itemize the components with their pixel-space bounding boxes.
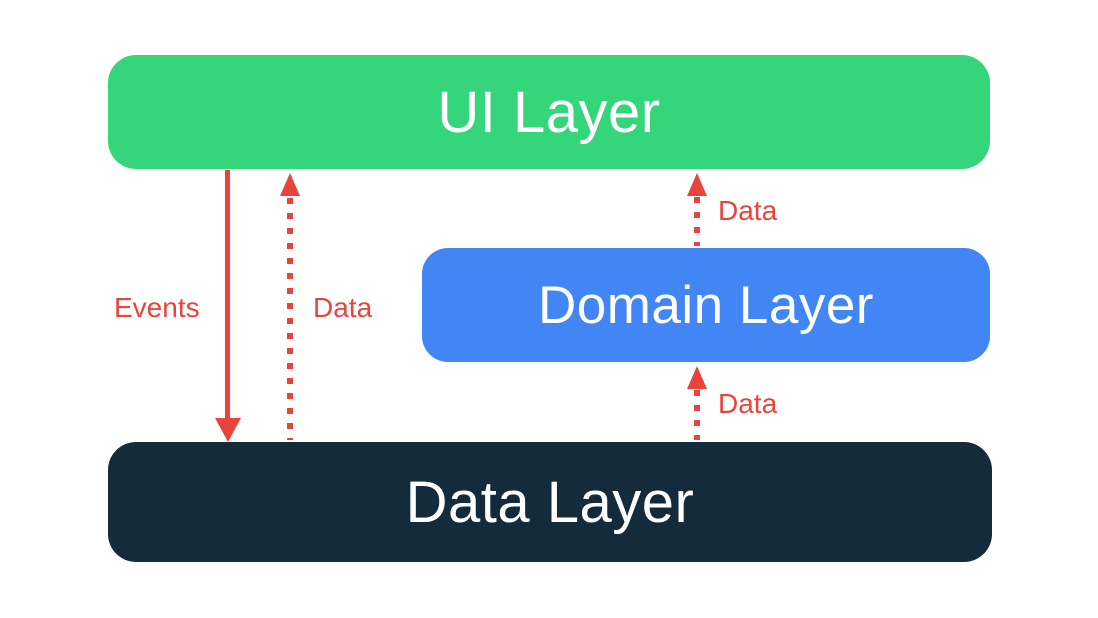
domain-layer-label: Domain Layer	[538, 275, 874, 335]
data-to-ui-arrow-line	[287, 198, 293, 440]
data-domain-to-ui-arrow-line	[694, 197, 700, 246]
data-layer-box: Data Layer	[108, 442, 992, 562]
arrowhead-down-icon	[215, 418, 241, 442]
data-data-to-domain-arrow-line	[694, 390, 700, 440]
data-layer-label: Data Layer	[405, 469, 695, 535]
data-data-to-domain-arrow-label: Data	[718, 388, 778, 419]
ui-layer-label: UI Layer	[437, 79, 661, 145]
ui-layer-box: UI Layer	[108, 55, 990, 169]
events-arrow-line	[225, 170, 230, 420]
arrowhead-up-icon	[687, 173, 707, 196]
data-domain-to-ui-arrow-label: Data	[718, 195, 778, 226]
arrowhead-up-icon	[280, 173, 300, 196]
domain-layer-box: Domain Layer	[422, 248, 990, 362]
events-arrow-label: Events	[114, 292, 200, 323]
arrowhead-up-icon	[687, 366, 707, 389]
data-to-ui-arrow-label: Data	[313, 292, 373, 323]
